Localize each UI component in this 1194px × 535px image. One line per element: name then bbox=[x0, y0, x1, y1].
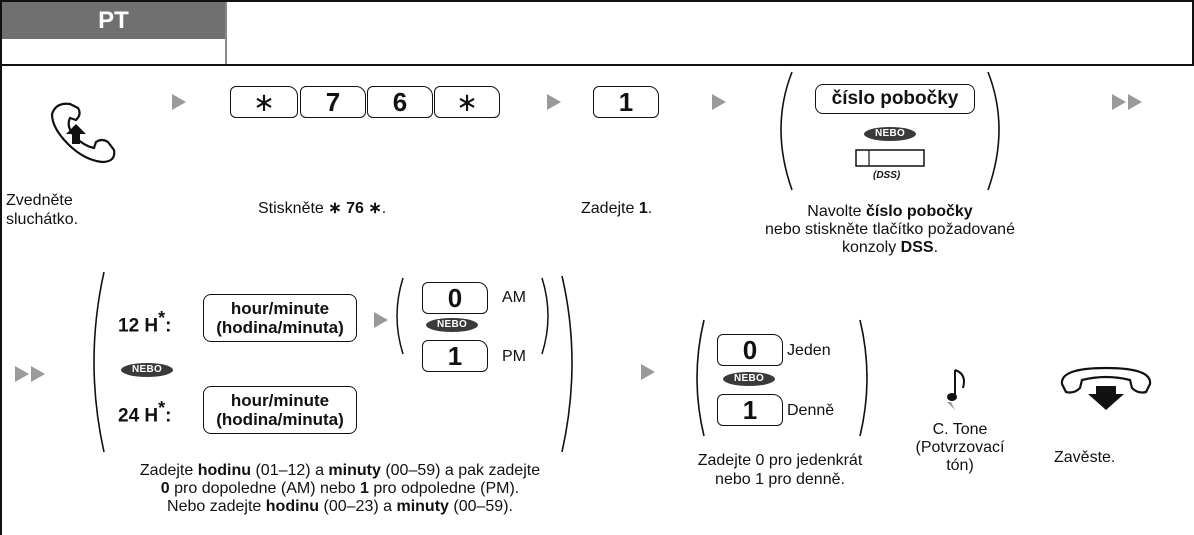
hangup-caption: Zavěste. bbox=[1054, 449, 1116, 466]
key-star[interactable]: ∗ bbox=[230, 86, 298, 118]
step-arrow bbox=[547, 94, 561, 110]
press-code-caption: Stiskněte ∗ 76 ∗. bbox=[258, 200, 387, 217]
key-1[interactable]: 1 bbox=[593, 86, 659, 118]
pm-label: PM bbox=[502, 348, 526, 365]
key-0-once[interactable]: 0 bbox=[717, 334, 783, 366]
music-note-icon bbox=[947, 369, 965, 410]
tone-caption-1: C. Tone bbox=[932, 421, 988, 438]
lift-caption-line1: Zvedněte bbox=[6, 192, 73, 209]
enter-one-caption: Zadejte 1. bbox=[581, 200, 653, 217]
continue-arrow bbox=[1128, 94, 1142, 110]
dial-caption-1: Navolte číslo pobočky bbox=[807, 203, 973, 220]
dial-caption-2: nebo stiskněte tlačítko požadované bbox=[765, 221, 1015, 238]
step-arrow bbox=[641, 364, 655, 380]
mode-note-1: Zadejte 0 pro jedenkrát bbox=[697, 452, 863, 469]
time-parentheses bbox=[93, 271, 573, 453]
key-1-daily[interactable]: 1 bbox=[717, 394, 783, 426]
tone-caption-3: tón) bbox=[946, 457, 974, 474]
ext-parentheses bbox=[780, 71, 1000, 191]
hangup-handset-icon bbox=[1060, 366, 1152, 410]
hour-minute-24h-pill[interactable]: hour/minute(hodina/minuta) bbox=[203, 386, 357, 434]
key-6[interactable]: 6 bbox=[367, 86, 433, 118]
key-0-am[interactable]: 0 bbox=[422, 282, 488, 314]
step-arrow bbox=[712, 94, 726, 110]
nebo-badge: NEBO bbox=[426, 318, 478, 332]
key-1-pm[interactable]: 1 bbox=[422, 340, 488, 372]
continue-arrow bbox=[15, 366, 29, 382]
mode-parentheses bbox=[696, 319, 868, 437]
continue-arrow bbox=[1112, 94, 1126, 110]
extension-number-pill[interactable]: číslo pobočky bbox=[815, 84, 975, 114]
nebo-badge: NEBO bbox=[864, 127, 916, 141]
pt-tab[interactable]: PT bbox=[2, 2, 225, 39]
step-arrow bbox=[374, 312, 388, 328]
key-star[interactable]: ∗ bbox=[434, 86, 500, 118]
daily-label: Denně bbox=[787, 402, 835, 419]
lift-caption-line2: sluchátko. bbox=[6, 211, 79, 228]
time-note-2: 0 pro dopoledne (AM) nebo 1 pro odpoledn… bbox=[160, 480, 520, 497]
dial-caption-3: konzoly DSS. bbox=[841, 239, 939, 256]
once-label: Jeden bbox=[787, 342, 831, 359]
tone-caption-2: (Potvrzovací bbox=[915, 439, 1005, 456]
24h-label: 24 H*: bbox=[118, 398, 172, 427]
dss-button-icon[interactable] bbox=[855, 148, 927, 170]
time-note-3: Nebo zadejte hodinu (00–23) a minuty (00… bbox=[167, 498, 513, 515]
lift-handset-icon bbox=[50, 102, 116, 164]
am-label: AM bbox=[502, 289, 526, 306]
time-note-1: Zadejte hodinu (01–12) a minuty (00–59) … bbox=[139, 462, 541, 479]
hour-minute-12h-pill[interactable]: hour/minute(hodina/minuta) bbox=[203, 294, 357, 342]
nebo-badge: NEBO bbox=[121, 363, 173, 377]
key-7[interactable]: 7 bbox=[300, 86, 366, 118]
nebo-badge: NEBO bbox=[723, 372, 775, 386]
dss-label: (DSS) bbox=[873, 170, 901, 181]
12h-label: 12 H*: bbox=[118, 308, 172, 337]
continue-arrow bbox=[31, 366, 45, 382]
step-arrow bbox=[172, 94, 186, 110]
mode-note-2: nebo 1 pro denně. bbox=[715, 471, 845, 488]
